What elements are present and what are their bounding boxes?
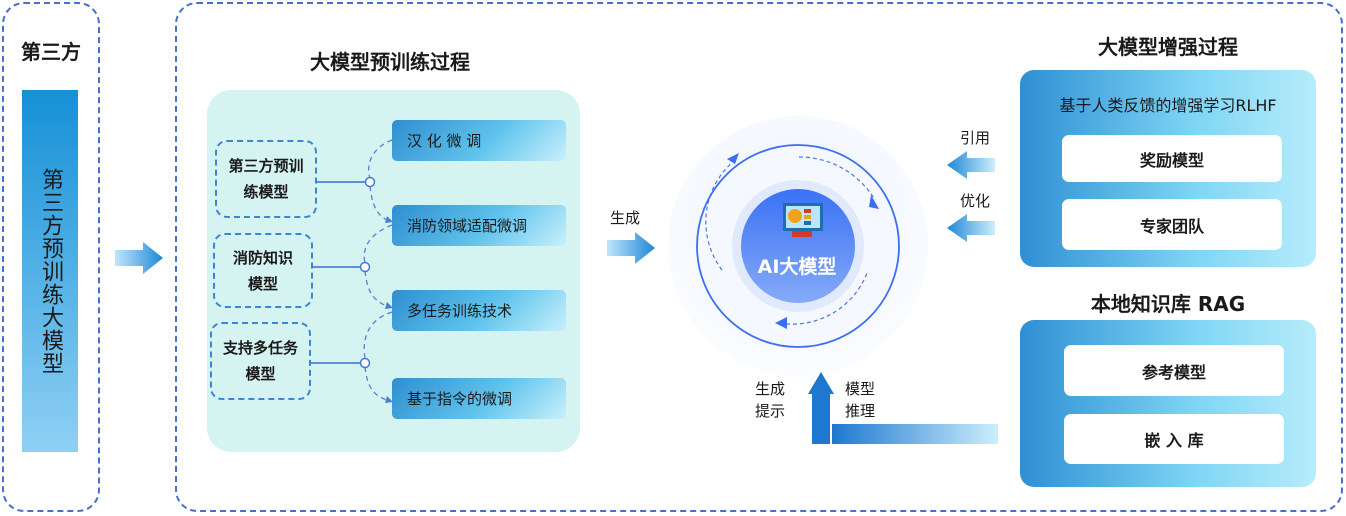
cite-label: 引用 xyxy=(960,129,991,147)
pretrain-title: 大模型预训练过程 xyxy=(310,50,470,74)
arrow-right-icon xyxy=(115,242,163,274)
step-fire-domain-finetune: 消防领域适配微调 xyxy=(392,205,566,246)
arrow-left-icon xyxy=(947,151,995,179)
rag-title: 本地知识库 RAG xyxy=(1090,292,1246,316)
third-party-section xyxy=(2,2,100,512)
source-fire-knowledge: 消防知识模型 xyxy=(213,233,313,308)
rag-to-model-arrow xyxy=(808,372,998,444)
third-party-title: 第三方 xyxy=(21,40,81,64)
reward-model-box: 奖励模型 xyxy=(1062,135,1282,182)
generate-prompt-label: 生成 提示 xyxy=(755,380,786,420)
enhance-title: 大模型增强过程 xyxy=(1098,35,1238,59)
step-chinese-finetune: 汉 化 微 调 xyxy=(392,120,566,161)
embedding-store-box: 嵌 入 库 xyxy=(1064,414,1284,464)
main-section xyxy=(175,2,1343,512)
rlhf-subtitle: 基于人类反馈的增强学习RLHF xyxy=(1059,96,1277,115)
source-third-party-pretrained: 第三方预训练模型 xyxy=(215,140,317,218)
ai-monitor-icon xyxy=(783,203,823,237)
ai-model-label: AI大模型 xyxy=(757,256,837,278)
reference-model-box: 参考模型 xyxy=(1064,345,1284,396)
optimize-label: 优化 xyxy=(960,192,991,210)
ai-model-hub xyxy=(668,116,928,376)
source-multitask: 支持多任务模型 xyxy=(210,322,311,400)
arrow-right-icon xyxy=(607,232,655,264)
step-multitask-training: 多任务训练技术 xyxy=(392,290,566,331)
pretrain-connectors xyxy=(311,139,393,403)
model-inference-label: 模型 推理 xyxy=(845,380,876,420)
arrow-left-icon xyxy=(947,214,995,242)
third-party-model-bar: 第三方预训练大模型 xyxy=(22,90,78,452)
step-instruction-finetune: 基于指令的微调 xyxy=(392,378,566,419)
generate-label: 生成 xyxy=(610,209,641,227)
expert-team-box: 专家团队 xyxy=(1062,199,1282,250)
